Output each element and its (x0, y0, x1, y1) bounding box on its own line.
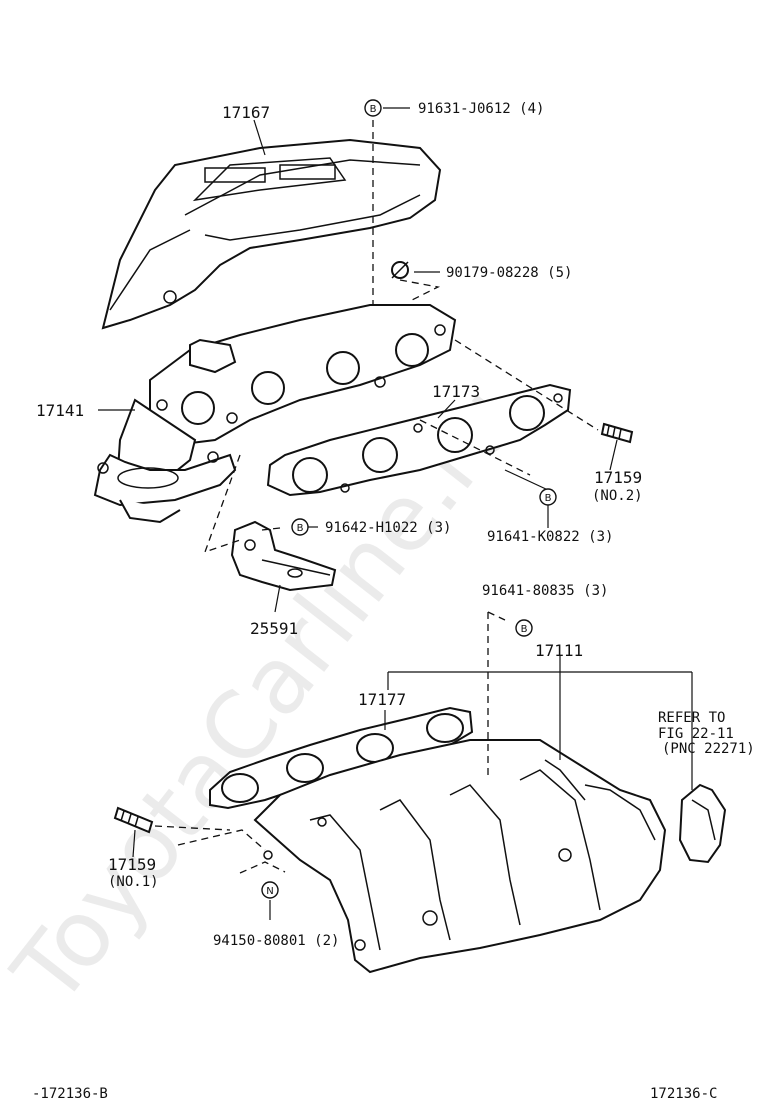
label-25591[interactable]: 25591 (250, 619, 298, 638)
stud-bolt-17159-no1[interactable] (113, 806, 154, 834)
gasket-17173[interactable] (266, 383, 572, 497)
footer-code-left: -172136-B (32, 1086, 108, 1102)
heat-insulator-17167[interactable] (101, 138, 442, 330)
marker-b-91631: B (364, 99, 382, 117)
svg-text:B: B (521, 624, 528, 635)
svg-text:N: N (266, 886, 273, 897)
exhaust-manifold-17141[interactable] (93, 304, 457, 524)
label-17173[interactable]: 17173 (432, 382, 480, 401)
svg-text:B: B (370, 104, 377, 115)
refer-line-2: FIG 22-11 (658, 726, 734, 742)
stud-bolt-17159-no2[interactable] (600, 422, 634, 444)
footer-code-right: 172136-C (650, 1086, 717, 1102)
marker-b-91642: B (291, 518, 309, 536)
label-17111[interactable]: 17111 (535, 641, 583, 660)
label-91642-h1022[interactable]: 91642-H1022 (3) (325, 520, 451, 536)
bolt-90179[interactable] (391, 261, 409, 279)
intake-gasket-17177[interactable] (209, 706, 474, 810)
intake-manifold-17111[interactable] (253, 739, 667, 974)
marker-b-91641-k: B (539, 488, 557, 506)
label-17167[interactable]: 17167 (222, 103, 270, 122)
label-91641-k0822[interactable]: 91641-K0822 (3) (487, 529, 613, 545)
label-91641-80835[interactable]: 91641-80835 (3) (482, 583, 608, 599)
marker-n-94150: N (261, 881, 279, 899)
label-17159-no2[interactable]: 17159 (594, 468, 642, 487)
svg-text:B: B (545, 493, 552, 504)
assembly-lines (154, 120, 599, 874)
throttle-body-flange[interactable] (678, 783, 727, 864)
label-17141[interactable]: 17141 (36, 401, 84, 420)
label-17159-no1-sub: (NO.1) (108, 874, 159, 890)
label-17159-no1[interactable]: 17159 (108, 855, 156, 874)
refer-line-3[interactable]: (PNC 22271) (662, 741, 755, 757)
label-17177[interactable]: 17177 (358, 690, 406, 709)
label-17159-no2-sub: (NO.2) (592, 488, 643, 504)
label-91631-j0612[interactable]: 91631-J0612 (4) (418, 101, 544, 117)
label-94150-80801[interactable]: 94150-80801 (2) (213, 933, 339, 949)
label-90179-08228[interactable]: 90179-08228 (5) (446, 265, 572, 281)
refer-line-1: REFER TO (658, 710, 725, 726)
svg-text:B: B (297, 523, 304, 534)
marker-b-91641-8: B (515, 619, 533, 637)
leader-lines (98, 107, 693, 920)
manifold-stay-25591[interactable] (230, 520, 337, 592)
